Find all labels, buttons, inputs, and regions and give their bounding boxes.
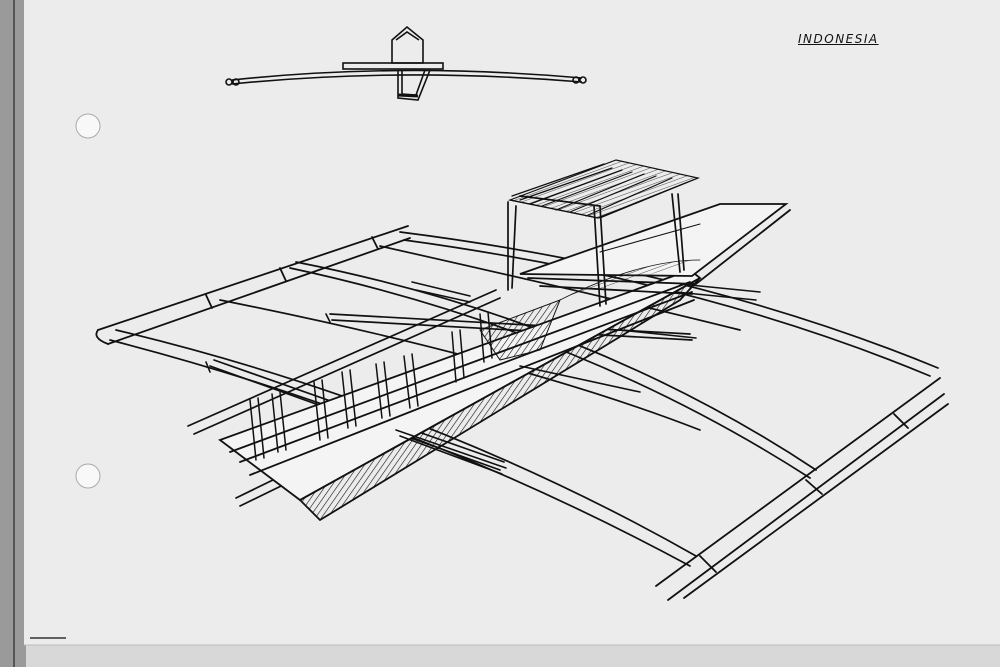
punch-hole-bottom <box>75 463 101 489</box>
punch-hole-top <box>75 113 101 139</box>
hull-ribs <box>249 311 493 461</box>
outrigger-canoe-drawing <box>95 159 949 601</box>
country-label: INDONESIA <box>798 32 879 46</box>
thatched-roof <box>507 159 701 219</box>
cross-section-sketch <box>225 25 587 101</box>
left-float <box>95 225 411 345</box>
hull <box>218 268 702 522</box>
bow-deck <box>519 203 791 301</box>
right-float <box>655 377 949 601</box>
